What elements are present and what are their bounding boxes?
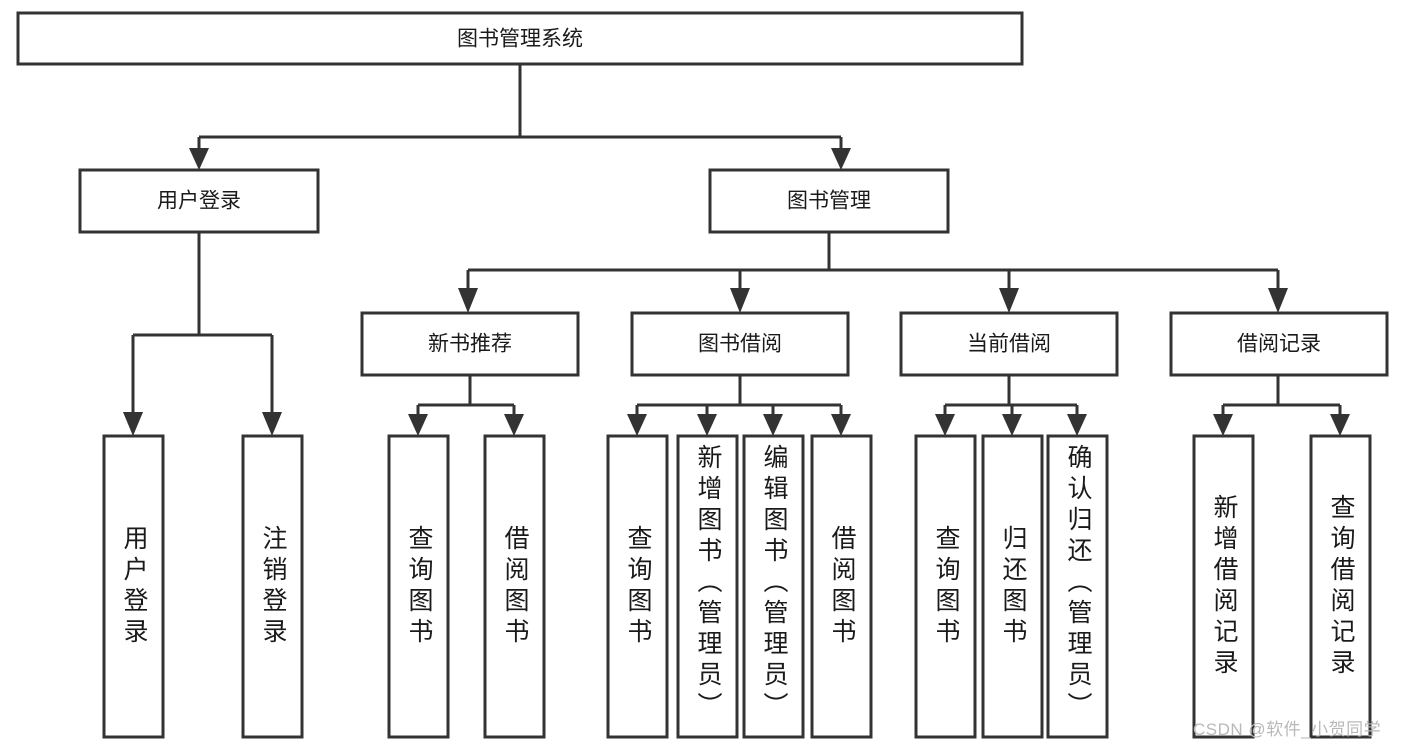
leaf-box-record-2[interactable] (1309, 434, 1372, 739)
node-label-book-borrow: 图书借阅 (698, 333, 782, 356)
leaf-box-borrow-1[interactable] (606, 434, 669, 739)
leaf-box-borrow-3[interactable] (742, 434, 805, 739)
node-book-borrow[interactable]: 图书借阅 (630, 311, 850, 377)
node-user-login[interactable]: 用户登录 (78, 168, 320, 234)
leaf-box-user-login-1[interactable] (102, 434, 165, 739)
leaf-box-newbook-2[interactable] (483, 434, 546, 739)
leaf-box-current-3[interactable] (1046, 434, 1109, 739)
connector-root-to-level2 (189, 64, 851, 170)
leaf-box-borrow-4[interactable] (810, 434, 873, 739)
node-new-book-recommend[interactable]: 新书推荐 (360, 311, 580, 377)
connector-newbook-to-leaves (408, 375, 524, 436)
node-current-borrow[interactable]: 当前借阅 (899, 311, 1119, 377)
node-borrow-record[interactable]: 借阅记录 (1169, 311, 1389, 377)
leaf-box-current-2[interactable] (981, 434, 1044, 739)
node-label-root: 图书管理系统 (457, 28, 583, 51)
leaf-box-user-login-2[interactable] (241, 434, 304, 739)
connector-borrow-to-leaves (627, 375, 851, 436)
node-label-book-management: 图书管理 (787, 190, 871, 213)
node-label-new-book-recommend: 新书推荐 (428, 333, 512, 356)
node-root-book-management-system[interactable]: 图书管理系统 (16, 11, 1024, 66)
connector-record-to-leaves (1213, 375, 1350, 436)
leaf-box-record-1[interactable] (1192, 434, 1255, 739)
watermark-text: CSDN @软件_小贺同学 (1193, 720, 1382, 739)
node-label-user-login: 用户登录 (157, 190, 241, 213)
node-book-management[interactable]: 图书管理 (708, 168, 950, 234)
connector-current-to-leaves (935, 375, 1087, 436)
node-label-borrow-record: 借阅记录 (1237, 333, 1321, 356)
connector-bookmgmt-to-level3 (458, 232, 1288, 313)
leaf-box-newbook-1[interactable] (387, 434, 450, 739)
leaf-box-borrow-2[interactable] (676, 434, 739, 739)
leaf-box-current-1[interactable] (914, 434, 977, 739)
node-label-current-borrow: 当前借阅 (967, 333, 1051, 356)
connector-userlogin-to-leaves (123, 232, 282, 436)
